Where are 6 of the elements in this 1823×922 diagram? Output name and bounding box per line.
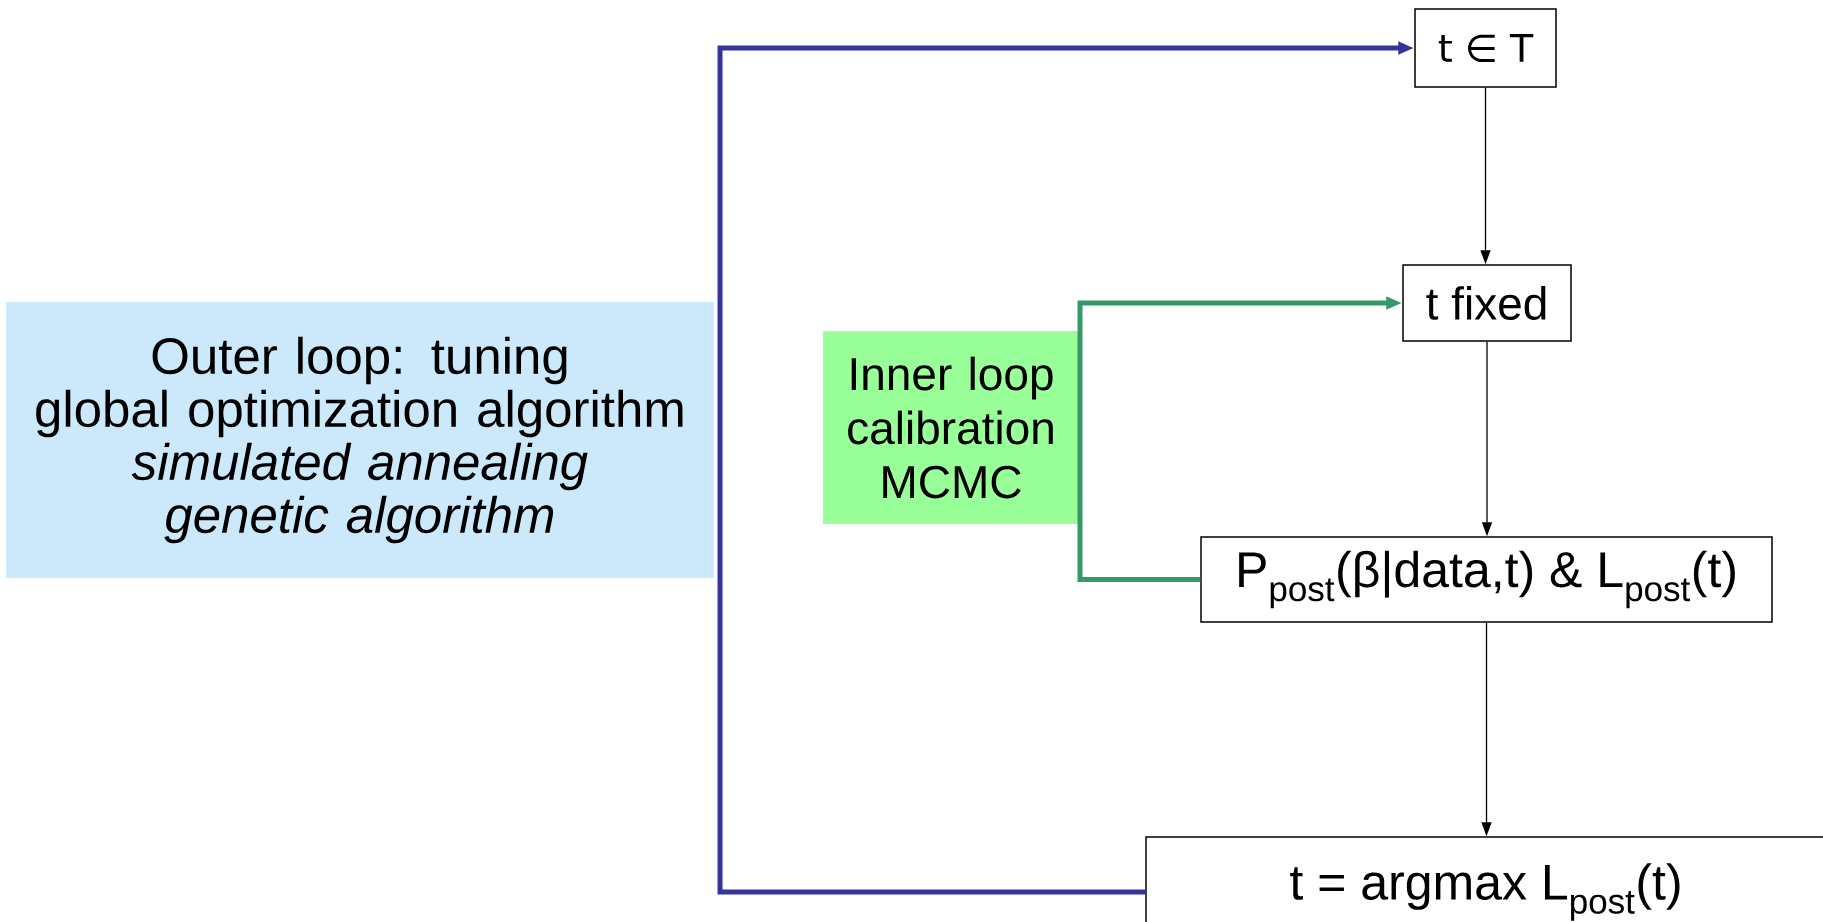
process-box: t = argmax L$_{post}$(t) (1145, 836, 1823, 922)
description-box: Inner loop calibration MCMC (823, 331, 1079, 524)
description-box: Outer loop: tuning global optimization algorithm simulated annealing genetic algorithm (6, 302, 714, 578)
process-box: t fixed (1402, 264, 1572, 342)
process-box: P$_{post}$(β|data,t) & L$_{post}$(t) (1200, 536, 1773, 623)
process-box: t ∈ T (1414, 8, 1557, 88)
